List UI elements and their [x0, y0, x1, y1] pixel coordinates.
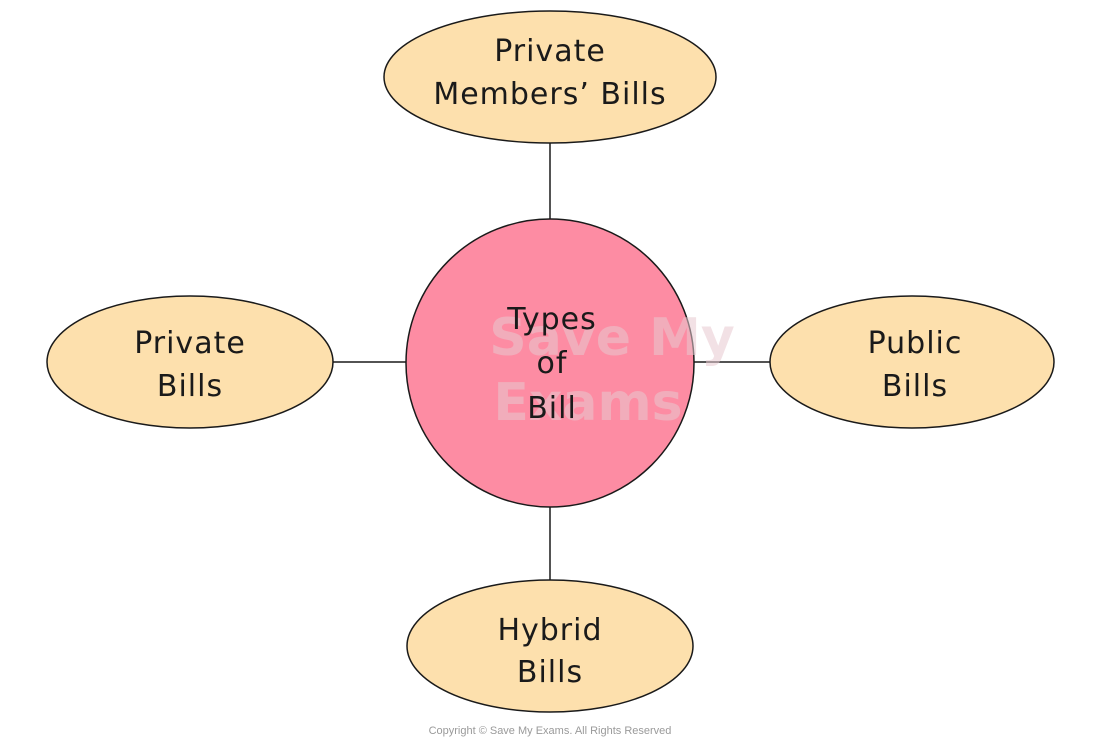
node-top-label-1: Private — [494, 34, 606, 69]
center-label-1: Types — [506, 302, 597, 337]
node-bottom-label-1: Hybrid — [497, 613, 602, 648]
node-top-ellipse — [383, 10, 717, 144]
node-left-ellipse — [46, 295, 334, 429]
node-top-label-2: Members’ Bills — [433, 77, 666, 112]
watermark: Save My Exams — [489, 308, 734, 433]
center-label-3: Bill — [527, 391, 577, 426]
node-right-label-2: Bills — [882, 369, 948, 404]
center-label-2: of — [537, 346, 568, 381]
node-bottom-label-2: Bills — [517, 655, 583, 690]
node-right-label-1: Public — [868, 326, 963, 361]
center-circle — [405, 218, 695, 508]
watermark-line-1: Save My — [489, 308, 734, 368]
node-left-label-1: Private — [134, 326, 246, 361]
watermark-line-2: Exams — [493, 373, 682, 433]
node-right-ellipse — [769, 295, 1055, 429]
node-bottom-ellipse — [406, 579, 694, 713]
node-left-label-2: Bills — [157, 369, 223, 404]
copyright-notice: Copyright © Save My Exams. All Rights Re… — [428, 725, 672, 737]
